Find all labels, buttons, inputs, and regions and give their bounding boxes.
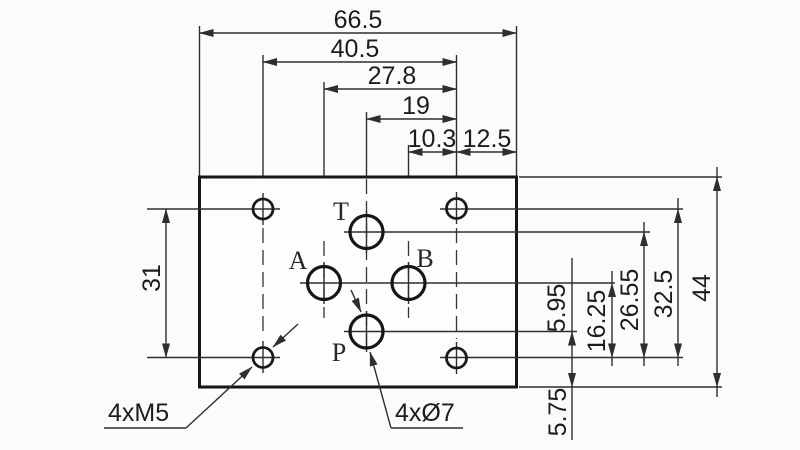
port-b-label: B [416,244,433,273]
port-t-label: T [333,197,349,226]
port-p-label: P [332,338,346,367]
dim-port-p-height: 5.95 [543,284,571,333]
leader-ports-arrow [350,289,362,313]
dim-bolt-row-height: 32.5 [650,270,678,319]
leader-mounting-arrow [272,323,299,348]
dim-overall-width: 66.5 [334,6,383,34]
dim-port-a: 27.8 [368,62,417,90]
note-port-holes: 4xØ7 [395,399,455,427]
port-labels: T A B P [289,197,434,367]
holes [251,197,468,370]
dim-port-b: 10.3 [408,125,457,153]
port-a-hole [305,264,343,302]
leader-notes: 4xM5 4xØ7 [104,289,463,429]
port-b-hole [390,264,427,302]
bolt-hole-bottom-left [251,346,275,369]
note-mounting-holes: 4xM5 [108,399,169,427]
bolt-hole-top-right [445,197,468,220]
port-t-hole [348,213,385,251]
port-a-label: A [289,246,308,275]
dim-bolt-row-spacing: 31 [138,264,166,292]
dim-overall-height: 44 [688,274,716,302]
leader-ports-note [369,351,392,429]
leader-mounting-note [185,366,253,429]
top-dimensions: 66.5 40.5 27.8 19 10.3 12.5 [198,6,518,177]
port-p-hole [348,313,385,350]
left-dimension: 31 [138,208,170,358]
bolt-hole-top-left [251,197,275,221]
dim-right-edge: 12.5 [463,125,512,153]
right-dimensions: 5.95 16.25 26.55 32.5 44 5.75 [543,167,721,440]
dim-bolt-span: 40.5 [331,35,380,63]
bolt-hole-bottom-right [445,346,468,370]
dim-bottom-edge-offset: 5.75 [544,388,572,437]
dim-port-t-height: 26.55 [616,269,644,332]
dim-ports-ab-height: 16.25 [583,290,611,353]
dim-port-tp: 19 [402,92,430,120]
